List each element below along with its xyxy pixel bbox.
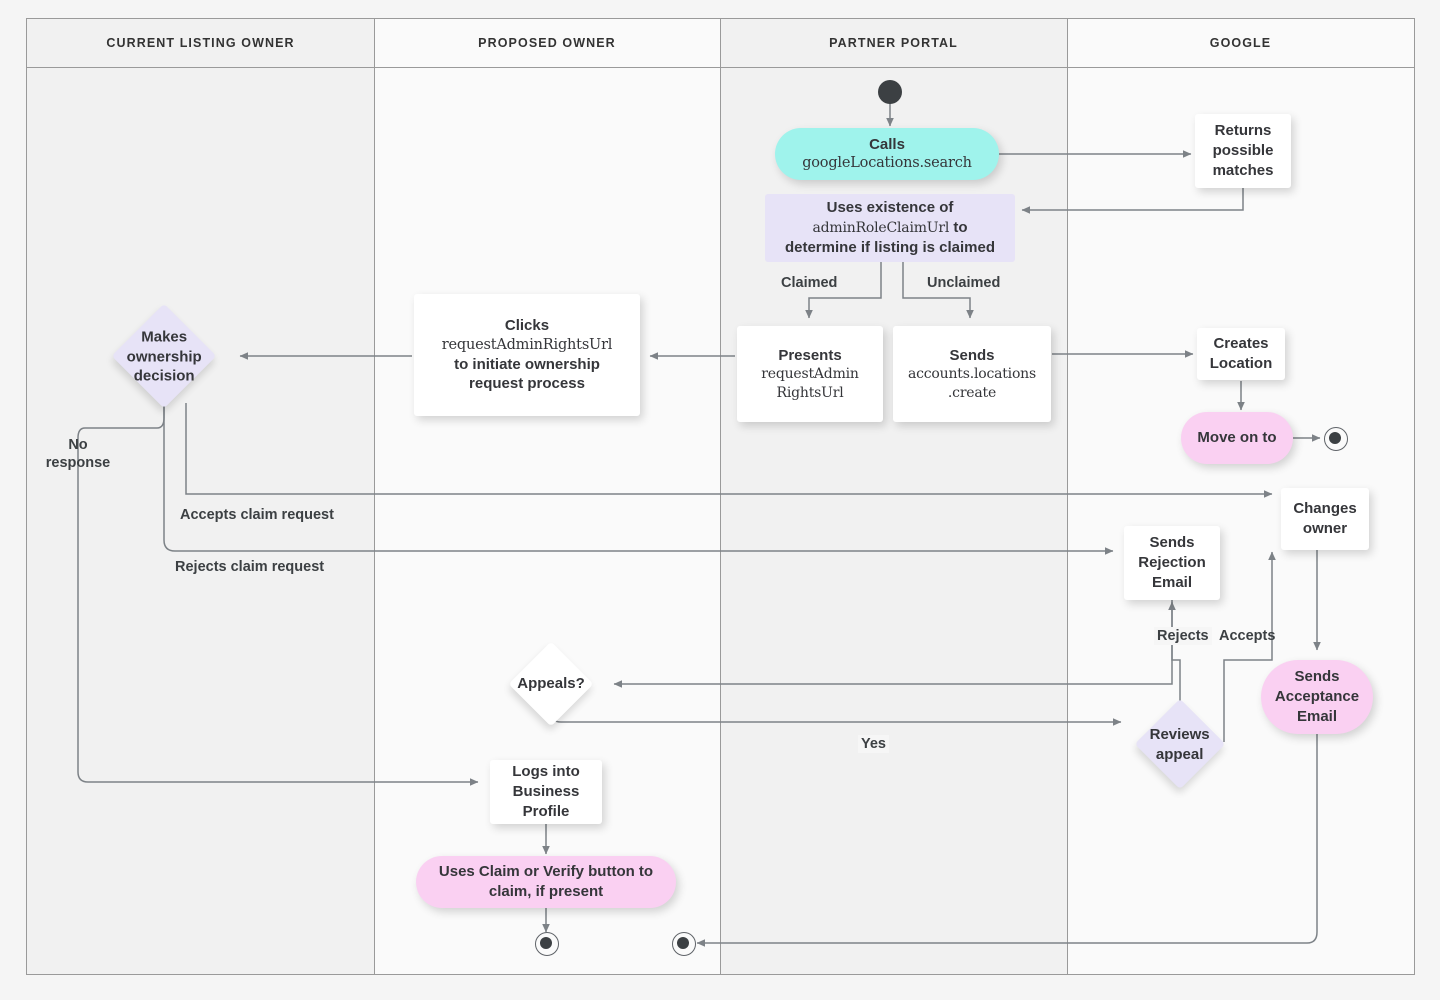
- node-reviews-appeal-label: Reviews appeal: [1149, 725, 1211, 763]
- node-uses-code: adminRoleClaimUrl: [812, 220, 950, 237]
- final-node-google-ring: [1324, 427, 1348, 451]
- lane-divider-1: [374, 19, 375, 974]
- initial-node: [878, 80, 902, 104]
- node-presents-line3: RightsUrl: [776, 384, 844, 401]
- edge-label-claimed: Claimed: [781, 275, 838, 291]
- node-calls-line1: Calls: [869, 135, 905, 153]
- node-logs-into-business-profile[interactable]: Logs into Business Profile: [490, 760, 602, 824]
- lane-header-proposed-owner: PROPOSED OWNER: [478, 36, 616, 50]
- edge-label-accepts: Accepts: [1219, 628, 1276, 644]
- node-move-on-to-label: Move on to: [1197, 429, 1277, 447]
- node-clicks-line4: request process: [469, 375, 585, 393]
- node-returns-label: Returns possible matches: [1212, 122, 1274, 179]
- node-sendscreate-line3: .create: [947, 384, 997, 401]
- final-node-proposed-ring: [535, 932, 559, 956]
- lane-header-google: GOOGLE: [1209, 36, 1272, 50]
- node-clicks-requestadminrightsurl[interactable]: Clicks requestAdminRightsUrl to initiate…: [414, 294, 640, 416]
- node-uses-existence-adminroleclaimurl[interactable]: Uses existence of adminRoleClaimUrl to d…: [765, 194, 1015, 262]
- edge-label-yes: Yes: [858, 735, 889, 754]
- node-changes-owner[interactable]: Changes owner: [1281, 488, 1369, 550]
- node-sendscreate-line1: Sends: [949, 346, 995, 364]
- node-uses-line3: determine if listing is claimed: [784, 238, 996, 256]
- node-clicks-line2: requestAdminRightsUrl: [441, 336, 613, 353]
- lane-proposed-owner: [374, 19, 720, 974]
- node-presents-line2: requestAdmin: [761, 366, 859, 383]
- final-node-partner: [677, 937, 689, 949]
- edge-label-unclaimed: Unclaimed: [927, 275, 1001, 291]
- node-calls-line2: googleLocations.search: [802, 155, 972, 172]
- node-sendscreate-line2: accounts.locations: [908, 366, 1036, 383]
- node-sends-rejection-email[interactable]: Sends Rejection Email: [1124, 526, 1220, 600]
- edge-label-no-response: No response: [45, 437, 111, 472]
- node-sends-acceptance-email-label: Sends Acceptance Email: [1274, 668, 1360, 725]
- node-sends-rejection-email-label: Sends Rejection Email: [1138, 534, 1206, 591]
- node-creates-location-label: Creates Location: [1209, 335, 1273, 372]
- header-rule: [27, 67, 1414, 68]
- lane-current-listing-owner: [27, 19, 374, 974]
- node-presents-requestadminrightsurl[interactable]: Presents requestAdmin RightsUrl: [737, 326, 883, 422]
- node-clicks-line1: Clicks: [504, 316, 550, 334]
- node-sends-accounts-locations-create[interactable]: Sends accounts.locations .create: [893, 326, 1051, 422]
- edge-label-accepts-claim-request: Accepts claim request: [180, 507, 334, 523]
- edge-label-rejects-claim-request: Rejects claim request: [175, 559, 325, 575]
- node-clicks-line3: to initiate ownership: [454, 355, 600, 373]
- final-node-proposed: [540, 937, 552, 949]
- lane-divider-2: [720, 19, 721, 974]
- lane-divider-3: [1067, 19, 1068, 974]
- node-uses-line1: Uses existence of: [826, 199, 954, 217]
- node-presents-line1: Presents: [778, 346, 842, 364]
- lane-header-partner-portal: PARTNER PORTAL: [829, 36, 958, 50]
- node-returns-possible-matches[interactable]: Returns possible matches: [1195, 114, 1291, 188]
- final-node-partner-ring: [672, 932, 696, 956]
- node-sends-acceptance-email[interactable]: Sends Acceptance Email: [1261, 660, 1373, 734]
- node-uses-claim-label: Uses Claim or Verify button to claim, if…: [438, 863, 654, 900]
- node-appeals-label: Appeals?: [517, 675, 585, 693]
- node-uses-claim-or-verify-button[interactable]: Uses Claim or Verify button to claim, if…: [416, 856, 676, 908]
- node-changes-owner-label: Changes owner: [1293, 500, 1357, 537]
- lane-header-current-listing-owner: CURRENT LISTING OWNER: [106, 36, 295, 50]
- node-move-on-to[interactable]: Move on to: [1181, 412, 1293, 464]
- node-uses-line2b: to: [949, 219, 968, 237]
- final-node-google: [1329, 432, 1341, 444]
- node-makes-ownership-decision-label: Makes ownership decision: [126, 327, 202, 384]
- edge-label-rejects: Rejects: [1154, 627, 1212, 646]
- node-logs-into-label: Logs into Business Profile: [512, 763, 580, 820]
- node-creates-location[interactable]: Creates Location: [1197, 328, 1285, 380]
- node-calls-googlelocations-search[interactable]: Calls googleLocations.search: [775, 128, 999, 180]
